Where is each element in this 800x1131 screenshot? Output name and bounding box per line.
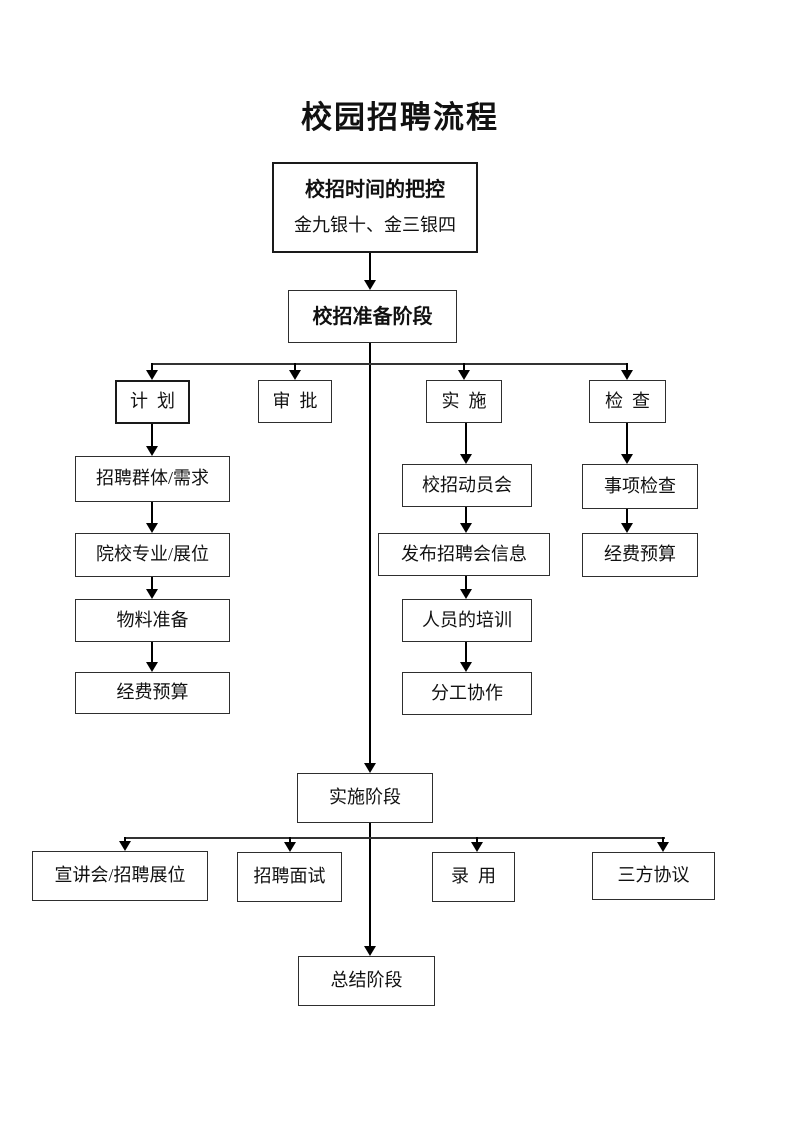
node-approve: 审 批	[258, 380, 332, 423]
connector-branch-agreement	[662, 837, 664, 843]
node-impl-step-2: 招聘面试	[237, 852, 342, 902]
connector-check-1	[626, 423, 628, 455]
node-check: 检 查	[589, 380, 666, 423]
arrowhead	[364, 946, 376, 956]
arrowhead	[460, 523, 472, 533]
connector-branch-interview	[289, 837, 291, 843]
arrowhead	[146, 446, 158, 456]
connector-branch-implement	[463, 363, 465, 371]
node-recruit-timing-subheading: 金九银十、金三银四	[294, 215, 456, 236]
arrowhead	[146, 523, 158, 533]
arrowhead	[657, 842, 669, 852]
arrowhead	[146, 589, 158, 599]
arrowhead	[146, 370, 158, 380]
connector-branch-fair	[124, 837, 126, 842]
arrowhead	[289, 370, 301, 380]
connector-plan-4	[151, 642, 153, 663]
node-impl-step-1: 宣讲会/招聘展位	[32, 851, 208, 901]
node-implement-step-3: 人员的培训	[402, 599, 532, 642]
connector-plan-2	[151, 502, 153, 524]
node-check-step-2: 经费预算	[582, 533, 698, 577]
branch-line-impl	[125, 837, 665, 839]
arrowhead	[621, 523, 633, 533]
arrowhead	[364, 280, 376, 290]
connector-branch-plan	[151, 363, 153, 371]
node-impl-stage: 实施阶段	[297, 773, 433, 823]
arrowhead	[621, 370, 633, 380]
connector-branch-approve	[294, 363, 296, 371]
node-implement-step-4: 分工协作	[402, 672, 532, 715]
node-implement-step-1: 校招动员会	[402, 464, 532, 507]
connector-branch-hire	[476, 837, 478, 843]
node-plan-step-3: 物料准备	[75, 599, 230, 642]
arrowhead	[119, 841, 131, 851]
branch-line-prep	[152, 363, 628, 365]
connector-prep-to-impl-stage	[369, 343, 371, 764]
arrowhead	[621, 454, 633, 464]
arrowhead	[460, 662, 472, 672]
connector-impl-to-summary	[369, 823, 371, 947]
arrowhead	[460, 589, 472, 599]
node-recruit-timing: 校招时间的把控 金九银十、金三银四	[272, 162, 478, 253]
arrowhead	[458, 370, 470, 380]
arrowhead	[284, 842, 296, 852]
node-impl-step-3: 录 用	[432, 852, 515, 902]
arrowhead	[460, 454, 472, 464]
node-impl-step-4: 三方协议	[592, 852, 715, 900]
node-check-step-1: 事项检查	[582, 464, 698, 509]
connector-implement-1	[465, 423, 467, 455]
node-summary-stage: 总结阶段	[298, 956, 435, 1006]
node-plan-step-1: 招聘群体/需求	[75, 456, 230, 502]
connector-plan-1	[151, 424, 153, 447]
node-plan-step-2: 院校专业/展位	[75, 533, 230, 577]
node-plan-step-4: 经费预算	[75, 672, 230, 714]
arrowhead	[364, 763, 376, 773]
node-implement-step-2: 发布招聘会信息	[378, 533, 550, 576]
connector-implement-4	[465, 642, 467, 663]
arrowhead	[146, 662, 158, 672]
connector-implement-2	[465, 507, 467, 524]
arrowhead	[471, 842, 483, 852]
connector-branch-check	[626, 363, 628, 371]
node-prep-stage: 校招准备阶段	[288, 290, 457, 343]
connector-plan-3	[151, 577, 153, 590]
connector-implement-3	[465, 576, 467, 590]
connector-timing-to-prep	[369, 253, 371, 281]
page-title: 校园招聘流程	[301, 100, 499, 135]
connector-check-2	[626, 509, 628, 524]
node-recruit-timing-heading: 校招时间的把控	[305, 179, 445, 202]
node-plan: 计 划	[115, 380, 190, 424]
node-implement: 实 施	[426, 380, 502, 423]
